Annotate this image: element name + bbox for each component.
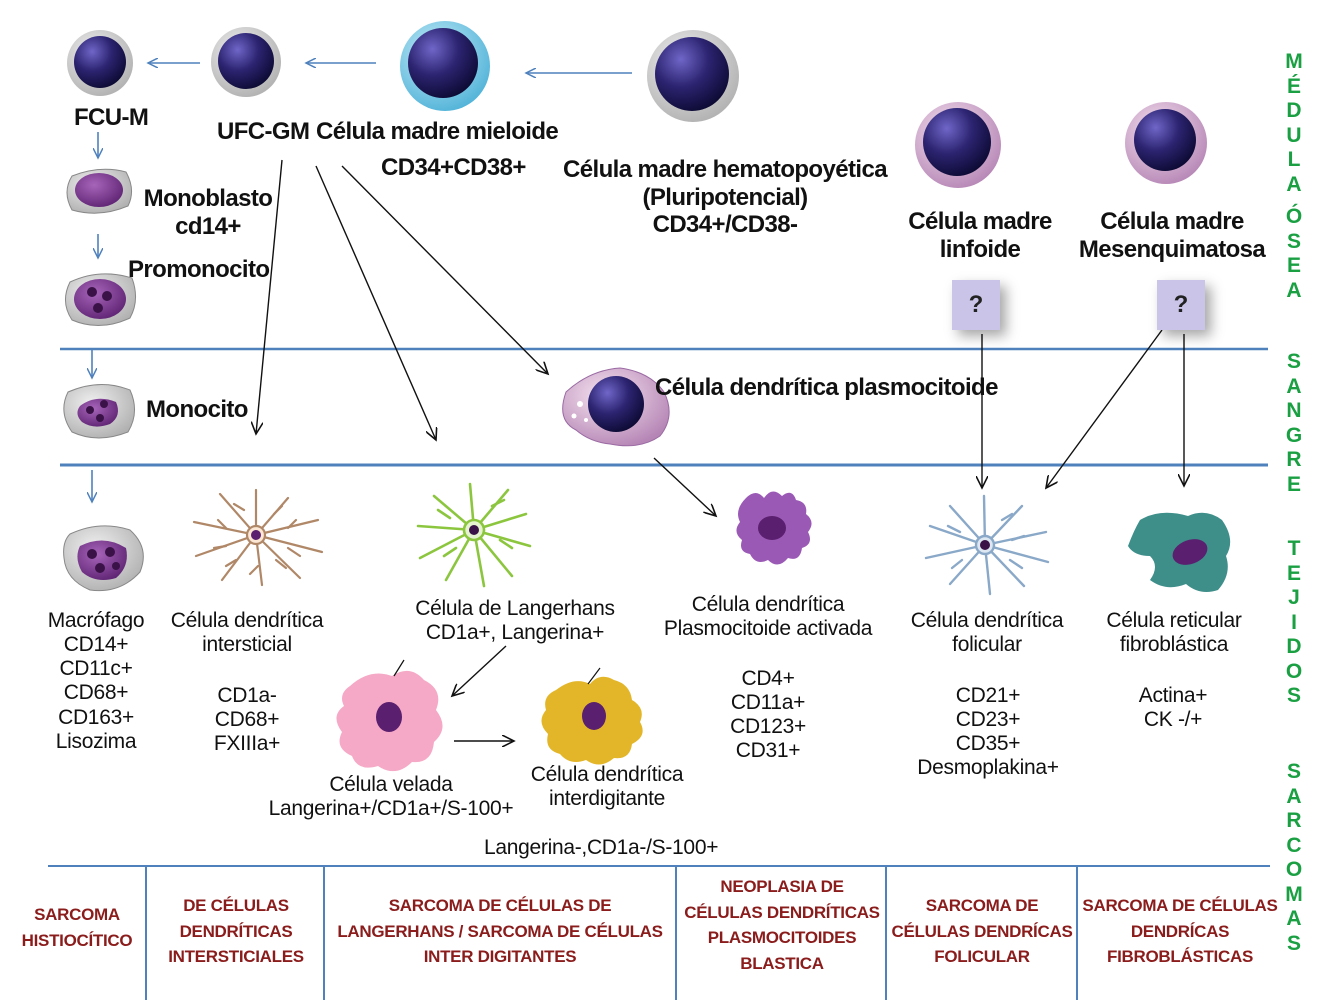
plasmacytoid-dendritic-cell-label: Célula dendrítica plasmocitoide [655, 374, 998, 401]
side-label-letter: A [1286, 907, 1302, 930]
sarcoma-fibroblastic-dendritic: SARCOMA DE CÉLULAS DENDRÍCAS FIBROBLÁSTI… [1082, 896, 1278, 966]
hematopoietic-stem-cell-label: Célula madre hematopoyética (Pluripotenc… [563, 156, 888, 239]
myeloid-stem-cell-icon [400, 21, 490, 111]
side-label-letter: E [1286, 561, 1301, 585]
mesenchymal-stem-cell-icon [1125, 102, 1207, 184]
veiled-cell-label: Célula velada Langerina+/CD1a+/S-100+ [268, 773, 514, 821]
macrophage-label: Macrófago CD14+ CD11c+ CD68+ CD163+ Liso… [47, 609, 145, 753]
side-label-letter: S [1286, 350, 1301, 373]
side-label-letter: U [1286, 123, 1302, 147]
side-label-letter: T [1287, 537, 1301, 560]
sarcoma-langerhans-interdigitating: SARCOMA DE CÉLULAS DE LANGERHANS / SARCO… [337, 896, 663, 966]
activated-plasmacytoid-label: Célula dendrítica Plasmocitoide activada [663, 593, 873, 641]
side-label-letter: G [1285, 423, 1303, 447]
reticular-cell-label: Célula reticular fibroblástica [1106, 609, 1242, 657]
follicular-dendritic-cell-label: Célula dendrítica folicular [910, 609, 1064, 657]
mesenchymal-unknown-box: ? [1157, 280, 1205, 330]
side-label-letter: D [1286, 635, 1302, 658]
side-label-letter: M [1285, 50, 1303, 73]
monocyte-label: Monocito [146, 396, 248, 423]
side-label-letter: S [1286, 760, 1301, 783]
lymphoid-stem-cell-label: Célula madre linfoide [908, 208, 1052, 263]
interdigitating-cell-label: Célula dendrítica interdigitante [530, 763, 684, 811]
reticular-fibroblastic-cell-icon [1128, 512, 1231, 592]
side-label-letter: L [1287, 148, 1301, 171]
follicular-dendritic-cell-icon [924, 494, 1050, 596]
sarcoma-follicular-dendritic: SARCOMA DE CÉLULAS DENDRÍCAS FOLICULAR [891, 896, 1073, 966]
side-label-letter: R [1286, 448, 1302, 471]
side-label-letter: A [1286, 784, 1302, 808]
monoblast-cell-icon [66, 168, 132, 214]
side-label-letter: J [1288, 586, 1300, 609]
side-label-letter: N [1286, 399, 1302, 422]
ufc-gm-arrows [256, 159, 1184, 741]
plasmacytoid-dendritic-cell-icon [562, 367, 670, 447]
lineage-down-arrows [92, 132, 98, 502]
interdigitating-markers: Langerina-,CD1a-/S-100+ [484, 836, 719, 859]
promonocyte-label: Promonocito [128, 256, 270, 283]
sarcoma-column-dividers [145, 866, 1078, 1000]
side-label-letter: Ó [1285, 205, 1303, 228]
interstitial-dendritic-cell-label: Célula dendrítica intersticial [170, 609, 324, 657]
interdigitating-cell-icon [541, 667, 643, 765]
follicular-markers: CD21+ CD23+ CD35+ Desmoplakina+ [917, 684, 1059, 780]
macrophage-cell-icon [63, 525, 144, 592]
monoblast-label: Monoblasto cd14+ [143, 185, 273, 240]
top-arrows [148, 63, 632, 73]
fcu-m-label: FCU-M [74, 104, 149, 131]
myeloid-markers: CD34+CD38+ [381, 154, 526, 181]
interstitial-dendritic-cell-icon [192, 488, 324, 587]
side-label-letter: O [1285, 659, 1303, 683]
side-label-letter: D [1286, 99, 1302, 122]
side-label-letter: S [1286, 684, 1301, 707]
reticular-markers: Actina+ CK -/+ [1138, 684, 1208, 732]
side-label-letter: A [1286, 374, 1302, 398]
plasmacytoid-markers: CD4+ CD11a+ CD123+ CD31+ [730, 667, 806, 763]
side-label-letter: S [1286, 931, 1301, 955]
side-label-letter: A [1286, 172, 1302, 196]
langerhans-cell-icon [416, 482, 532, 588]
ufc-gm-cell-icon [211, 27, 281, 97]
side-label-letter: R [1286, 809, 1302, 832]
sarcoma-histiocytic: SARCOMA HISTIOCÍTICO [21, 905, 133, 950]
mesenchymal-stem-cell-label: Célula madre Mesenquimatosa [1078, 208, 1266, 263]
side-label-letter: M [1285, 882, 1303, 906]
side-label-letter: O [1285, 858, 1303, 881]
langerhans-cell-label: Célula de Langerhans CD1a+, Langerina+ [415, 597, 615, 645]
lymphoid-unknown-box: ? [952, 280, 1000, 330]
lymphoid-stem-cell-icon [915, 102, 1001, 188]
side-label-letter: S [1286, 229, 1301, 253]
ufc-gm-label: UFC-GM [217, 118, 310, 145]
interstitial-markers: CD1a- CD68+ FXIIIa+ [213, 684, 281, 756]
side-label-letter: E [1286, 472, 1301, 496]
fcu-m-cell-icon [67, 30, 133, 96]
promonocyte-cell-icon [65, 273, 136, 326]
activated-plasmacytoid-cell-icon [736, 491, 812, 565]
hematopoietic-stem-cell-icon [647, 30, 739, 122]
side-label-letter: C [1286, 833, 1302, 857]
side-label-letter: E [1286, 254, 1301, 277]
side-label-letter: I [1291, 610, 1297, 634]
myeloid-stem-cell-label: Célula madre mieloide [316, 118, 559, 145]
neoplasia-plasmacytoid-blastic: NEOPLASIA DE CÉLULAS DENDRÍTICAS PLASMOC… [684, 877, 880, 973]
sarcoma-interstitial-dendritic: DE CÉLULAS DENDRÍTICAS INTERSTICIALES [168, 896, 304, 966]
veiled-cell-icon [336, 659, 443, 772]
monocyte-cell-icon [63, 383, 135, 439]
side-label-letter: A [1286, 278, 1302, 302]
side-label-letter [1282, 197, 1306, 205]
side-label-letter: É [1286, 74, 1301, 98]
